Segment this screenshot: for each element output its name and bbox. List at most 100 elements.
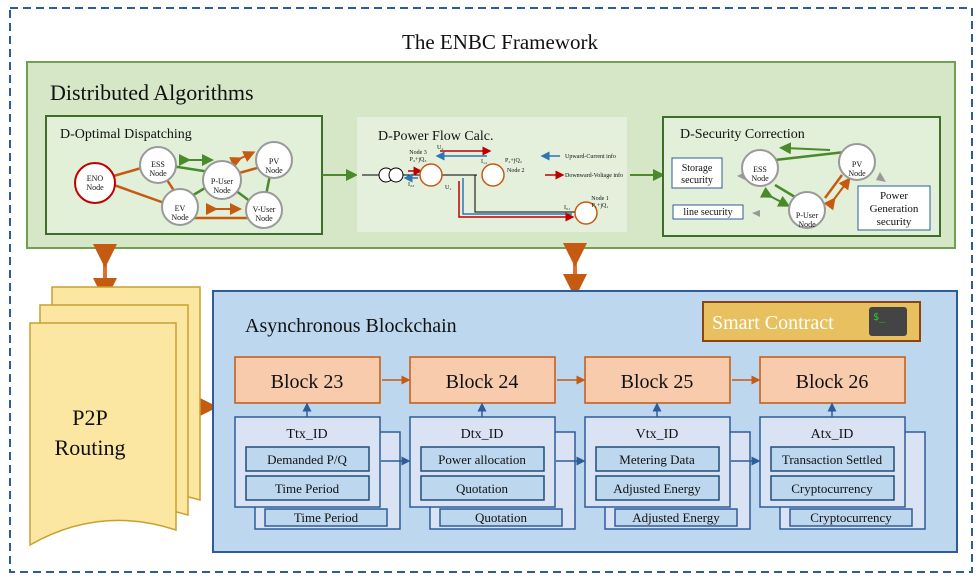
node-2-label: Node 2 [507,168,525,174]
p-user-node: P-User Node [202,160,242,200]
node-3-pq: P₃+jQ₃ [410,157,427,163]
block-header [584,356,731,404]
tx-field [770,446,895,472]
node-label: PV [852,160,862,169]
node-3-label: Node 3 [409,150,427,156]
security-correction-box: D-Security Correction ESS Node PV Node P… [662,116,941,237]
tx-id: Vtx_ID [636,427,679,442]
node-label: Node [149,169,167,178]
framework-border [9,7,973,573]
p2p-label: Routing [55,435,126,460]
node-label: P-User [211,177,234,186]
pv-node [838,143,876,181]
ess-node [741,149,779,187]
i23-label: I₂₃ [408,182,414,188]
u1-label: U₁ [445,185,451,191]
tx-id: Ttx_ID [286,427,327,442]
ev-node: EV Node [161,188,199,226]
terminal-glyph: $_ [873,312,886,323]
tx-field-label: Time Period [275,481,340,496]
block-label: Block 25 [621,371,694,393]
node-label: P-User [796,211,819,220]
node-2-icon [481,163,505,187]
block-label: Block 23 [271,371,344,393]
tx-field-label: Transaction Settled [782,452,883,467]
tx-field [595,446,720,472]
node-label: Node [86,183,104,192]
security-correction-title: D-Security Correction [680,127,805,142]
terminal-icon [869,307,907,336]
stacked-field: Quotation [475,510,527,525]
legend-up-label: Upward-Current info [565,153,616,160]
stacked-field: Time Period [294,510,359,525]
power-security-label: Power [880,190,908,202]
tx-id: Dtx_ID [461,427,504,442]
tx-field-label: Power allocation [438,452,526,467]
optimal-dispatching-title: D-Optimal Dispatching [60,127,192,142]
p2p-routing-stack [29,286,201,547]
power-security-label: Generation [870,203,919,215]
p2p-label: P2P [72,405,107,430]
power-security-label: security [877,216,912,228]
tx-field [245,446,370,472]
stacked-field: Adjusted Energy [632,510,720,525]
node-label: V-User [253,205,276,214]
node-label: ESS [753,165,767,174]
tx-field [420,475,545,501]
tx-id: Atx_ID [811,427,854,442]
node-1-icon [574,201,598,225]
line-security-box [672,204,744,220]
line-security-label: line security [683,207,732,218]
p-user-node [788,191,826,229]
tx-field [420,446,545,472]
storage-security-box [671,157,723,189]
stacked-field-box [789,508,913,527]
block-3: Adjusted Energy Block 25 Vtx_ID Metering Da… [584,356,761,530]
power-flow-box: D-Power Flow Calc. Node 3 P₃+jQ₃ U₂ I₁₂ … [357,117,627,232]
tx-field [245,475,370,501]
optimal-dispatching-box: D-Optimal Dispatching ENO Node ESS Node … [45,115,323,235]
node-2-pq: P₂+jQ₂ [505,158,522,164]
tx-field [770,475,895,501]
node-label: PV [269,157,279,166]
pv-node: PV Node [255,141,293,179]
tx-field-label: Metering Data [619,452,695,467]
node-label: Node [848,169,866,178]
node-1-label: Node 1 [591,196,609,202]
node-label: Node [171,213,189,222]
legend-down-label: Downward-Voltage info [565,172,623,179]
tx-field [595,475,720,501]
framework-title: The ENBC Framework [402,30,598,54]
block-label: Block 26 [796,371,869,393]
block-header [234,356,381,404]
node-label: EV [175,204,186,213]
eno-node: ENO Node [74,162,116,204]
tx-field-label: Quotation [456,481,508,496]
u2-label: U₂ [437,145,443,151]
tx-field-label: Cryptocurrency [791,481,873,496]
stacked-field: Cryptocurrency [810,510,892,525]
v-user-node: V-User Node [245,191,283,229]
smart-contract-badge: Smart Contract $_ [702,301,921,342]
node-label: ESS [151,160,165,169]
storage-security-label: Storage [682,163,713,174]
block-label: Block 24 [446,371,519,393]
tx-field-label: Demanded P/Q [267,452,347,467]
distributed-algorithms-title: Distributed Algorithms [50,80,254,105]
stacked-field-box [439,508,563,527]
stacked-field-box [614,508,738,527]
block-1: Time Period Block 23 Ttx_ID Demanded P/Q Tim… [234,356,411,530]
block-4: Cryptocurrency Block 26 Atx_ID Transaction … [759,356,926,530]
power-flow-title: D-Power Flow Calc. [378,129,494,144]
node-label: Node [265,166,283,175]
storage-security-label: security [681,175,713,186]
node-label: ENO [87,174,104,183]
block-2: Quotation Block 24 Dtx_ID Power allocationQ… [409,356,586,530]
node-label: Node [213,186,231,195]
blockchain-title: Asynchronous Blockchain [245,315,457,337]
node-1-pq: P₁+jQ₁ [592,203,609,209]
node-label: Node [798,220,816,229]
node-label: Node [751,174,769,183]
